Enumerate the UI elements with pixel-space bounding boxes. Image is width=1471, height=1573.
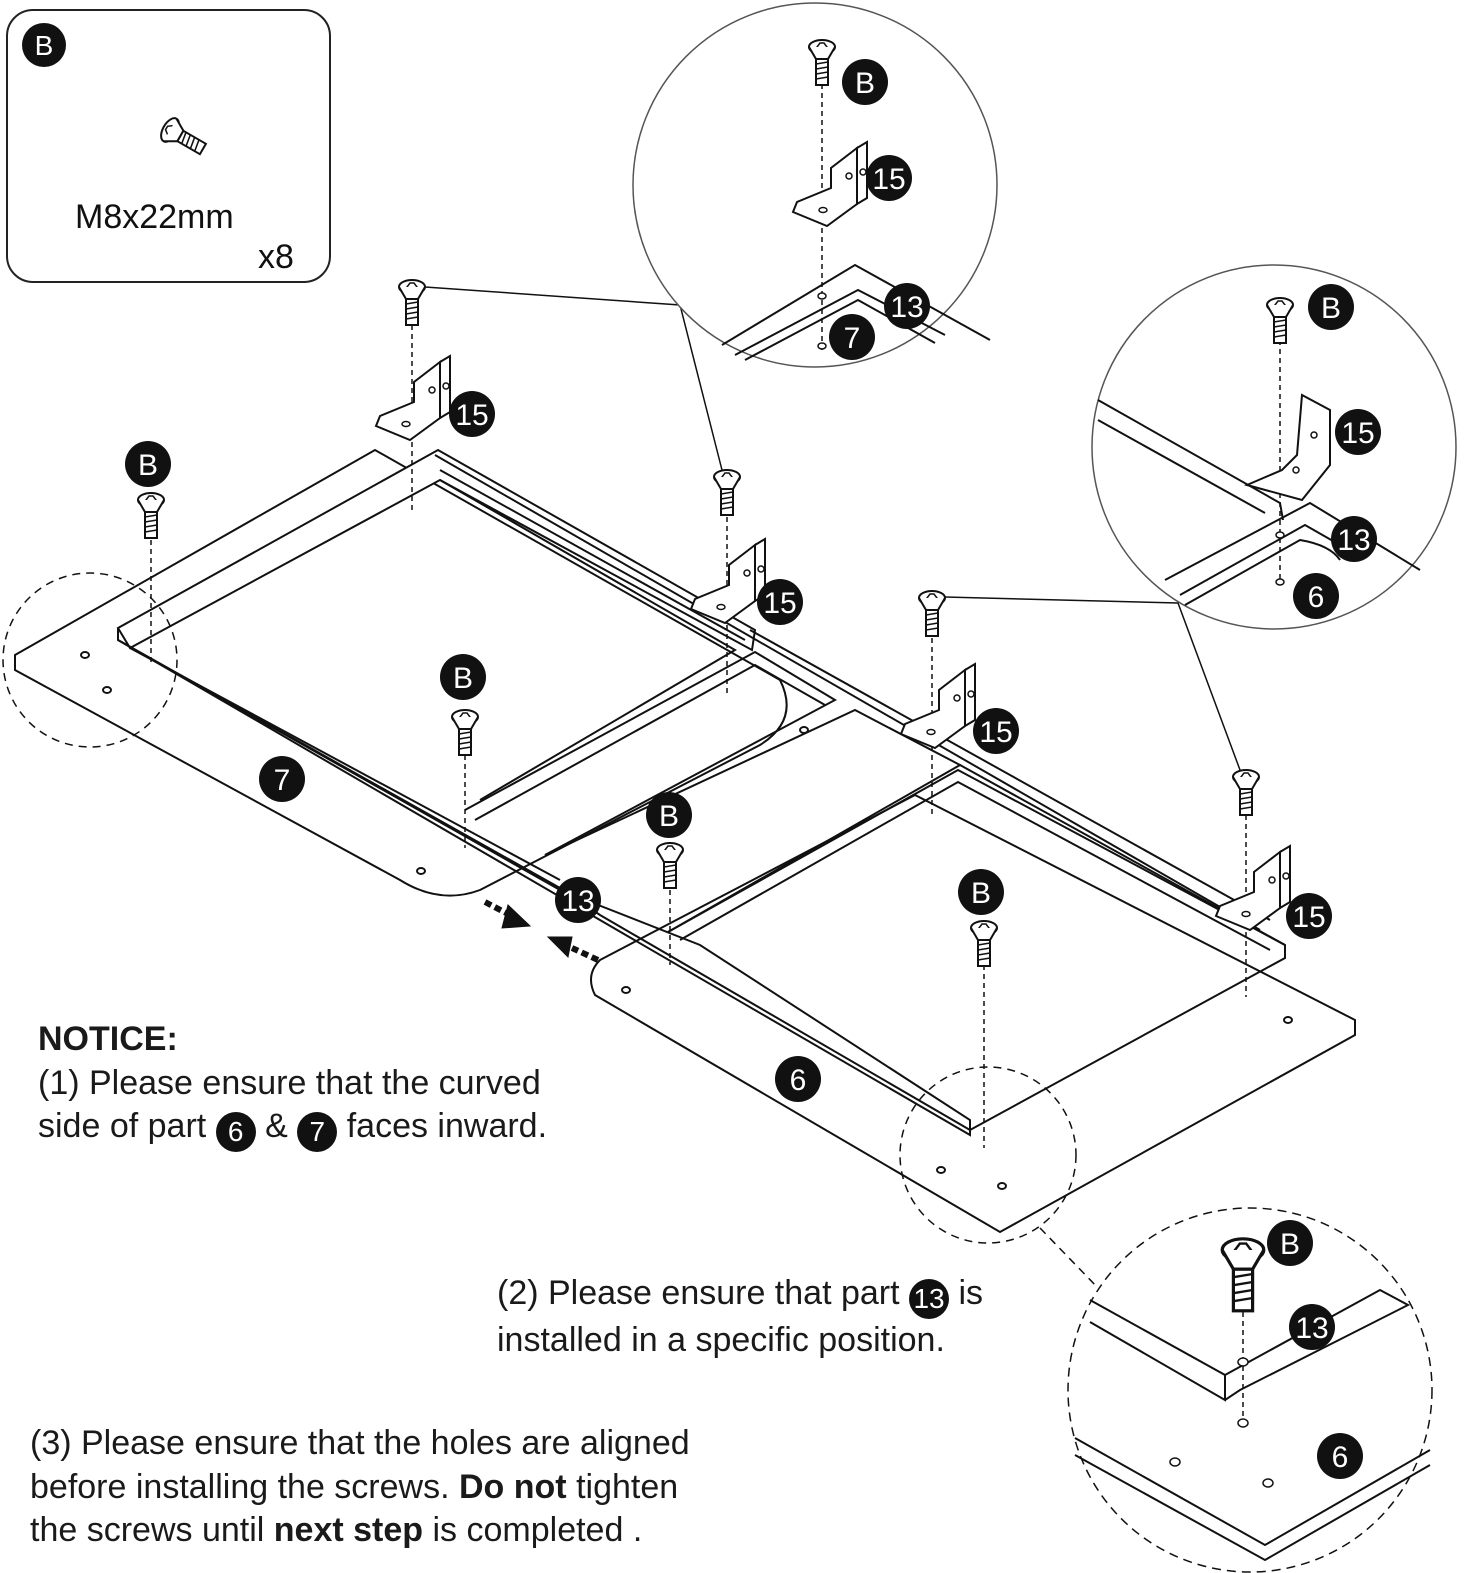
badge-panel-7: 7 xyxy=(259,756,305,802)
badge-bracket: 15 xyxy=(866,155,912,201)
bracket-icon xyxy=(1215,845,1291,931)
screw-icon xyxy=(137,492,165,539)
badge-screw: B xyxy=(958,869,1004,915)
notice-item3-line3: the screws until next step is completed … xyxy=(30,1509,690,1553)
svg-text:B: B xyxy=(971,877,991,910)
notice-heading: NOTICE: xyxy=(38,1020,178,1058)
svg-text:13: 13 xyxy=(890,291,923,324)
notice-item3-emphasis: next step xyxy=(273,1511,424,1550)
notice-item3-text: is completed . xyxy=(432,1511,643,1550)
svg-text:13: 13 xyxy=(1337,524,1370,557)
notice-item1-tail: faces inward. xyxy=(346,1107,548,1146)
badge-panel-6: 6 xyxy=(1317,1433,1363,1479)
badge-panel-7: 7 xyxy=(829,314,875,360)
svg-text:B: B xyxy=(1280,1228,1300,1261)
part-badges: B B B B B B B 15 15 15 15 15 15 13 13 13… xyxy=(125,59,1381,1479)
detail-circle-left xyxy=(2,572,1077,1244)
screw-icon xyxy=(918,590,946,637)
hardware-badge: B xyxy=(35,30,54,61)
notice-item3-line2: before installing the screws. Do not tig… xyxy=(30,1466,690,1510)
notice-block: NOTICE: (1) Please ensure that the curve… xyxy=(38,1018,548,1153)
svg-text:15: 15 xyxy=(872,163,905,196)
notice-item1-text: side of part xyxy=(38,1107,207,1146)
badge-bracket: 15 xyxy=(449,391,495,437)
badge-bracket: 15 xyxy=(1335,409,1381,455)
svg-text:B: B xyxy=(138,449,158,482)
zoom-detail-top xyxy=(632,2,998,368)
part-13-badge: 13 xyxy=(909,1279,950,1319)
zoom-detail-right xyxy=(1091,264,1457,630)
badge-rail: 13 xyxy=(1289,1304,1335,1350)
screw-icon xyxy=(398,279,426,326)
svg-text:6: 6 xyxy=(1308,581,1325,614)
panel-7 xyxy=(14,448,809,897)
notice-item3-text: tighten xyxy=(576,1467,679,1506)
badge-screw: B xyxy=(440,654,486,700)
badge-screw: B xyxy=(646,792,692,838)
screw-icon xyxy=(1232,769,1260,816)
screw-icon xyxy=(713,469,741,516)
notice-item3-line1: (3) Please ensure that the holes are ali… xyxy=(30,1424,690,1462)
badge-bracket: 15 xyxy=(973,708,1019,754)
svg-text:7: 7 xyxy=(274,764,291,797)
svg-text:15: 15 xyxy=(455,399,488,432)
notice-item3-text: before installing the screws. xyxy=(30,1467,450,1506)
badge-screw: B xyxy=(125,441,171,487)
svg-text:13: 13 xyxy=(561,885,594,918)
svg-text:15: 15 xyxy=(763,587,796,620)
notice-item1-line1: (1) Please ensure that the curved xyxy=(38,1063,541,1102)
badge-panel-6: 6 xyxy=(1293,573,1339,619)
notice-item2-line2: installed in a specific position. xyxy=(497,1321,945,1359)
badge-bracket: 15 xyxy=(1286,893,1332,939)
badge-panel-6: 6 xyxy=(775,1056,821,1102)
svg-text:7: 7 xyxy=(844,322,861,355)
bracket-icon xyxy=(690,538,766,624)
hardware-qty: x8 xyxy=(258,238,294,276)
screw-icon xyxy=(656,842,684,889)
notice-item2-line1: (2) Please ensure that part 13 is xyxy=(497,1272,983,1319)
bracket-icon xyxy=(900,663,976,749)
svg-text:13: 13 xyxy=(1295,1312,1328,1345)
bracket-icon xyxy=(375,355,451,441)
badge-screw: B xyxy=(842,59,888,105)
hardware-box: B xyxy=(6,9,331,283)
svg-text:B: B xyxy=(453,662,473,695)
svg-text:B: B xyxy=(659,800,679,833)
notice-item3: (3) Please ensure that the holes are ali… xyxy=(30,1422,690,1553)
svg-text:6: 6 xyxy=(1332,1441,1349,1474)
svg-text:15: 15 xyxy=(1292,901,1325,934)
badge-rail: 13 xyxy=(884,283,930,329)
badge-screw: B xyxy=(1308,284,1354,330)
part-6-badge: 6 xyxy=(215,1112,256,1153)
hardware-size: M8x22mm xyxy=(75,198,234,236)
notice-item2: (2) Please ensure that part 13 is instal… xyxy=(497,1272,983,1363)
badge-screw: B xyxy=(1267,1220,1313,1266)
svg-text:B: B xyxy=(855,67,875,100)
badge-rail: 13 xyxy=(1331,516,1377,562)
badge-bracket: 15 xyxy=(757,579,803,625)
notice-item3-emphasis: Do not xyxy=(459,1467,567,1506)
notice-item2-text: (2) Please ensure that part xyxy=(497,1274,900,1312)
svg-text:15: 15 xyxy=(1341,417,1374,450)
notice-item3-text: the screws until xyxy=(30,1511,265,1550)
svg-text:B: B xyxy=(1321,292,1341,325)
push-arrows xyxy=(483,899,600,963)
notice-item2-tail: is xyxy=(958,1274,984,1312)
part-7-badge: 7 xyxy=(297,1112,338,1153)
svg-text:15: 15 xyxy=(979,716,1012,749)
panel-6 xyxy=(590,793,1356,1234)
notice-ampersand: & xyxy=(265,1107,288,1146)
zoom-detail-bottom xyxy=(1067,1207,1433,1573)
badge-rail: 13 xyxy=(555,877,601,923)
svg-text:6: 6 xyxy=(790,1064,807,1097)
notice-item1-line2: side of part 6 & 7 faces inward. xyxy=(38,1105,548,1153)
